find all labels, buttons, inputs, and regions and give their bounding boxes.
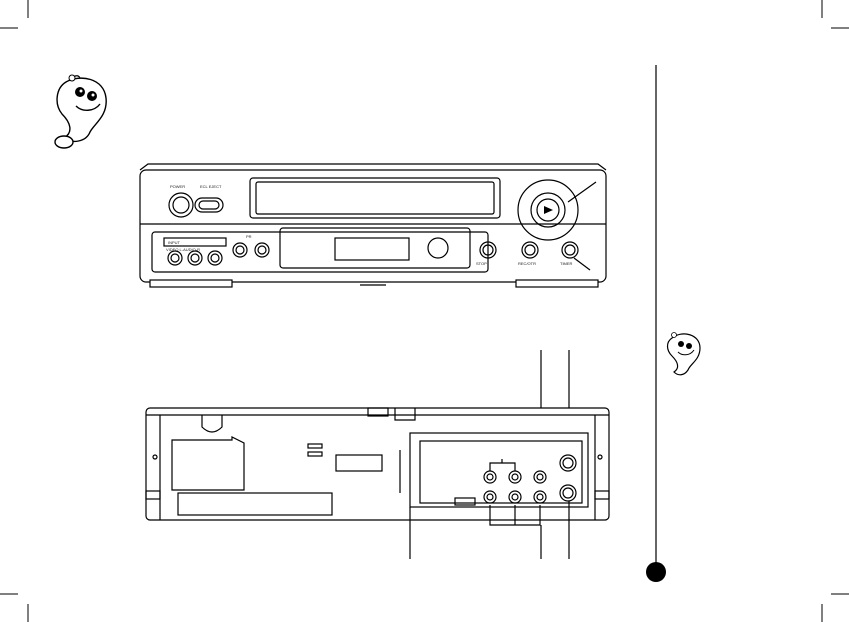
rec-label: REC/OTR: [518, 261, 536, 266]
input-jacks-label: VIDEO L-AUDIO-R: [166, 247, 200, 252]
vcr-front-panel: POWER ECL EJECT INPUT VIDEO L-AUDIO-R PR…: [138, 160, 608, 295]
power-label: POWER: [170, 184, 185, 189]
pr-label: PR: [246, 234, 252, 239]
stop-label: STOP: [476, 261, 487, 266]
timer-label: TIMER: [560, 261, 573, 266]
ecl-label: ECL EJECT: [200, 184, 222, 189]
vcr-rear-panel: [140, 345, 615, 560]
page-bullet: [646, 562, 666, 582]
input-box-label: INPUT: [168, 240, 181, 245]
